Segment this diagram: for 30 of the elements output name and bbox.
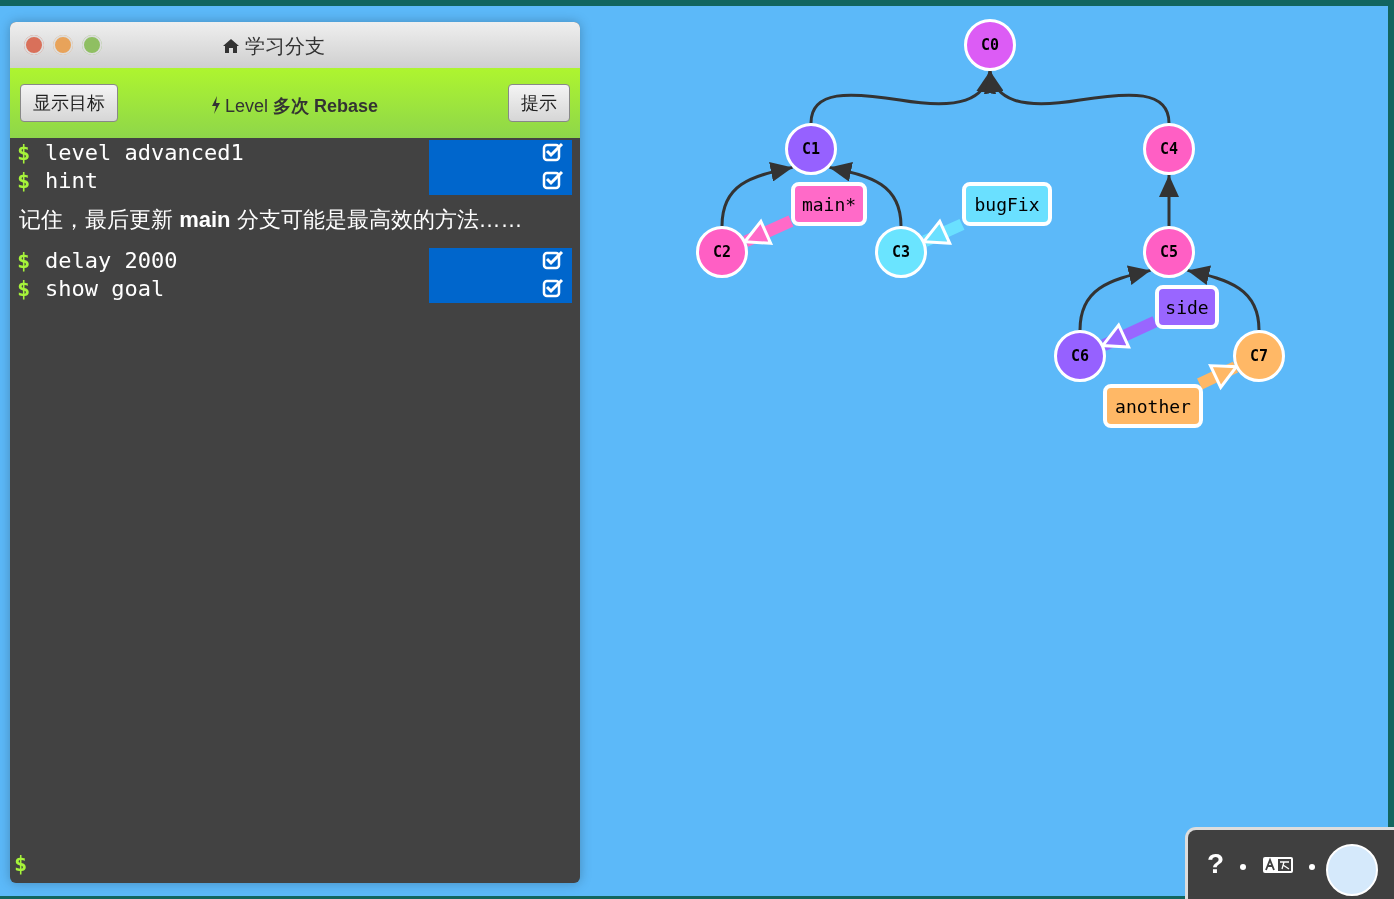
prompt-sign: $ <box>17 275 31 303</box>
level-name: Level 多次 Rebase <box>225 95 379 118</box>
command-text: show goal <box>45 275 165 303</box>
parent-arrow <box>985 70 1171 124</box>
prompt-sign: $ <box>17 247 31 275</box>
prompt-sign: $ <box>14 850 28 878</box>
window-title: 学习分支 <box>245 34 325 59</box>
prompt-sign: $ <box>17 139 31 167</box>
branch-label: another <box>1103 384 1203 428</box>
branch-arrow <box>1101 316 1158 351</box>
help-text: ? <box>1207 848 1225 880</box>
command-text: level advanced1 <box>45 139 244 167</box>
branch-arrow <box>743 215 794 247</box>
parent-arrow <box>829 162 903 227</box>
parent-arrow <box>1078 265 1151 331</box>
command-text: hint <box>45 167 98 195</box>
branch-label: main* <box>791 182 867 226</box>
parent-arrow <box>1159 175 1179 226</box>
show-goal-button: 显示目标 <box>20 84 118 122</box>
hint-text: 记住，最后更新 main 分支可能是最高效的方法…… <box>19 206 523 234</box>
branch-arrow <box>922 218 965 247</box>
branch-label: bugFix <box>962 182 1052 226</box>
branch-label: side <box>1155 285 1219 329</box>
hint-button: 提示 <box>508 84 570 122</box>
prompt-sign: $ <box>17 167 31 195</box>
parent-arrow <box>809 70 995 124</box>
command-text: delay 2000 <box>45 247 178 275</box>
branch-arrow <box>1197 361 1239 390</box>
parent-arrow <box>1187 265 1261 331</box>
parent-arrow <box>720 162 793 227</box>
